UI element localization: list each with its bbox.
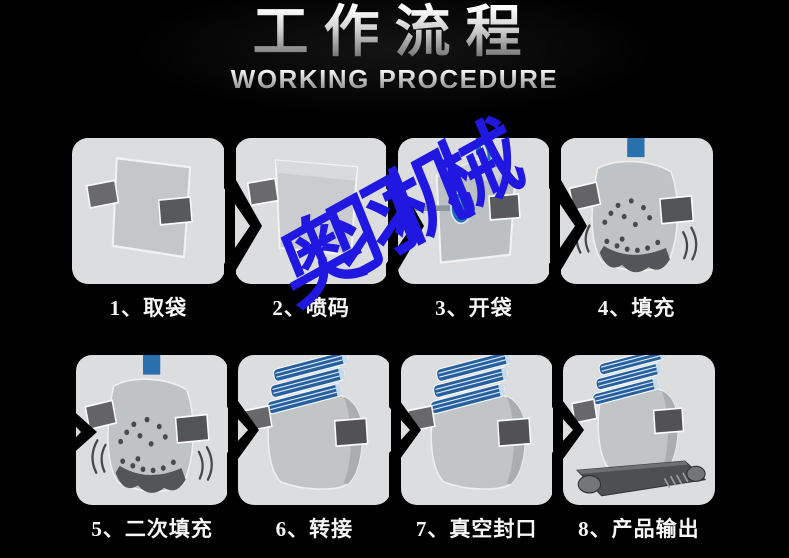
flow-arrow-icon [549, 138, 587, 284]
flow-arrow-icon [227, 355, 259, 505]
page-title: 工作流程 [0, 2, 789, 64]
page-subtitle: WORKING PROCEDURE [0, 64, 789, 95]
step-cell-2: 2、喷码 [234, 138, 388, 322]
step-panel-6 [238, 355, 391, 505]
step-cell-3: 3、开袋 [397, 138, 551, 322]
step-label-7: 7、真空封口 [415, 517, 538, 541]
vacuum-seal-bag-icon [406, 355, 531, 491]
step-panel-2 [234, 138, 388, 284]
header: 工作流程 WORKING PROCEDURE [0, 0, 789, 112]
flow-arrow-icon [552, 355, 584, 505]
step-cell-4: 4、填充 [560, 138, 713, 322]
flat-bag-two-clamps-icon [85, 156, 193, 259]
flow-arrow-icon [57, 407, 97, 457]
step-panel-1 [72, 138, 225, 284]
step-panel-3 [397, 138, 551, 284]
step-panel-4 [560, 138, 713, 284]
step-cell-1: 1、取袋 [72, 138, 225, 322]
conveyor-output-icon [570, 355, 707, 497]
step-label-8: 8、产品输出 [578, 517, 700, 541]
filling-bag-icon [568, 138, 698, 273]
flow-arrow-icon [389, 355, 421, 505]
flow-arrow-icon [386, 138, 424, 284]
step-panel-7 [400, 355, 553, 505]
steps-row-1: 1、取袋 2、喷码 [0, 138, 789, 322]
step-cell-5: 5、二次填充 [76, 355, 229, 543]
step-label-2: 2、喷码 [272, 296, 350, 320]
flat-bag-one-clamp-icon [246, 159, 359, 257]
step-label-1: 1、取袋 [109, 296, 188, 320]
step-label-6: 6、转接 [275, 517, 354, 541]
step-label-4: 4、填充 [597, 296, 676, 320]
step-label-5: 5、二次填充 [91, 517, 213, 541]
step-cell-6: 6、转接 [238, 355, 391, 543]
flow-arrow-icon [224, 138, 262, 284]
step-label-3: 3、开袋 [435, 296, 513, 320]
open-bag-suction-icon [404, 138, 521, 264]
steps-row-2: 5、二次填充 [0, 355, 789, 543]
step-panel-5 [76, 355, 229, 505]
step-cell-8: 8、产品输出 [562, 355, 715, 543]
step-cell-7: 7、真空封口 [400, 355, 553, 543]
second-filling-bag-icon [84, 355, 213, 493]
step-panel-8 [562, 355, 715, 505]
